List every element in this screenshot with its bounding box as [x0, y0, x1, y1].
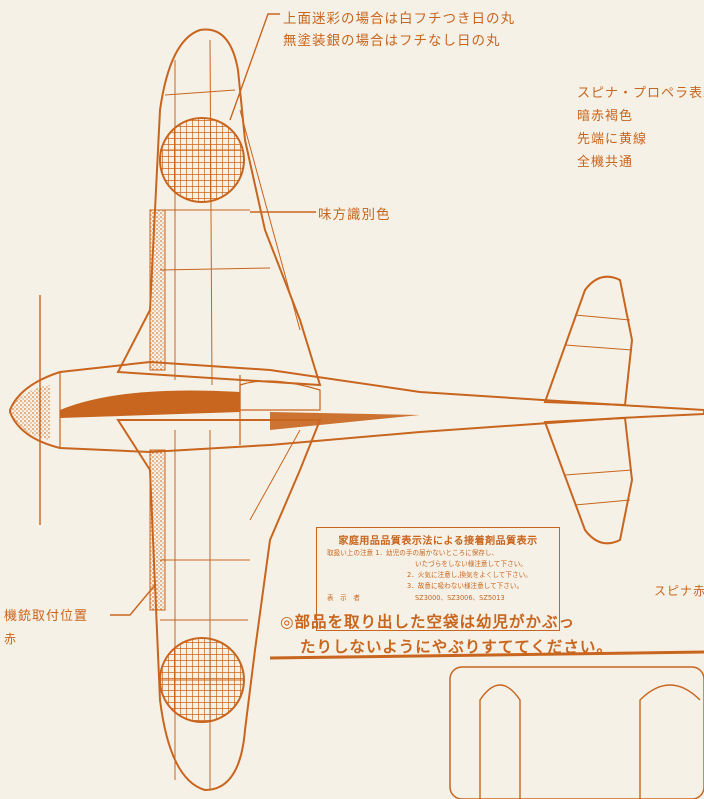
lower-stabilizer-outline: [543, 416, 634, 545]
roundel-note-line1: 上面迷彩の場合は白フチつき日の丸: [283, 11, 515, 27]
roundel-upper: [159, 117, 245, 203]
spinner-red-label: スピナ赤: [654, 584, 704, 598]
spinner-note-line: スピナ・プロペラ表裏: [577, 86, 704, 101]
roundel-lower: [159, 637, 245, 723]
maker-label: 表 示 者: [327, 594, 360, 602]
bag-notice-line1: ◎部品を取り出した空袋は幼児がかぶっ: [280, 613, 576, 631]
upper-wing-outline: [116, 28, 322, 387]
roundel-note: 上面迷彩の場合は白フチつき日の丸 無塗装銀の場合はフチなし日の丸: [283, 8, 515, 52]
lower-wing-outline: [116, 419, 322, 792]
roundel-note-line2: 無塗装銀の場合はフチなし日の丸: [283, 33, 501, 49]
spinner-note-line: 全機共通: [577, 155, 634, 170]
warning-line: 2．火気に注意し,換気をよくして下さい。: [407, 571, 532, 579]
warning-line: いたづらをしない様注意して下さい。: [415, 560, 527, 568]
fuselage-outline: [9, 360, 704, 454]
gun-color-label: 赤: [4, 632, 17, 646]
spinner-note: スピナ・プロペラ表裏 暗赤褐色 先端に黄線 全機共通: [577, 82, 704, 174]
warning-title: 家庭用品品質表示法による接着剤品質表示: [338, 536, 538, 547]
gun-position-label: 機銃取付位置: [4, 609, 89, 624]
warning-line: 3．故意に吸わない様注意して下さい。: [407, 582, 524, 590]
maker-value: SZ3000、SZ3006、SZ5013: [415, 594, 505, 602]
spinner-note-line: 先端に黄線: [577, 132, 648, 147]
id-color-label: 味方識別色: [318, 207, 391, 223]
upper-stabilizer-outline: [543, 275, 634, 407]
warning-line: 取扱い上の注意 1．幼児の手の届かないところに保存し、: [327, 549, 499, 557]
bag-notice-line2: たりしないようにやぶりすててください。: [300, 638, 613, 656]
spinner-note-line: 暗赤褐色: [577, 109, 634, 124]
adhesive-warning-box: 家庭用品品質表示法による接着剤品質表示 取扱い上の注意 1．幼児の手の届かないと…: [316, 527, 560, 631]
